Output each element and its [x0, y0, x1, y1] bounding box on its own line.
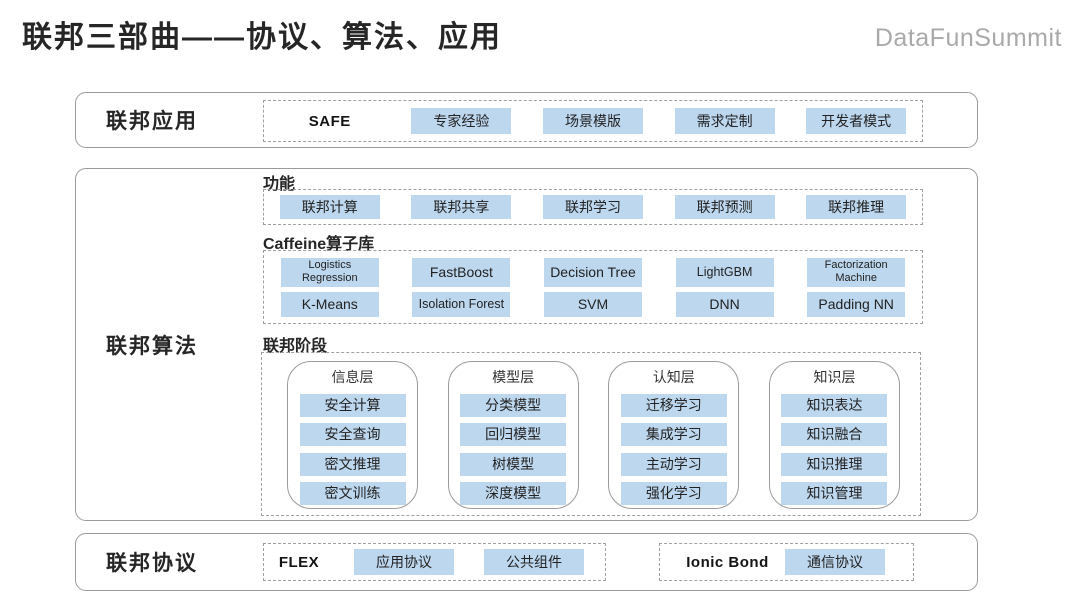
stage-column-header: 信息层 [331, 368, 374, 385]
operator-item: Isolation Forest [412, 291, 511, 317]
stage-item: 树模型 [460, 452, 567, 476]
protocol-item: 通信协议 [785, 549, 885, 575]
protocol-group-flex: FLEX 应用协议 公共组件 [263, 543, 606, 581]
operator-item: LightGBM [675, 257, 774, 287]
application-cell: 场景模版 [527, 108, 659, 134]
layer-protocol-box: 联邦协议 FLEX 应用协议 公共组件 Ionic Bond 通信协议 [75, 533, 978, 591]
stage-column-header: 知识层 [813, 368, 856, 385]
functions-section-label: 功能 [263, 176, 296, 193]
function-item: 联邦共享 [411, 195, 512, 219]
protocol-group-ionic-bond: Ionic Bond 通信协议 [659, 543, 914, 581]
application-item: 开发者模式 [806, 108, 907, 134]
application-item: 专家经验 [411, 108, 512, 134]
protocol-item: 公共组件 [484, 549, 584, 575]
stage-column-header: 模型层 [492, 368, 535, 385]
datafunsummit-logo: DataFunSummit [874, 24, 1062, 52]
application-cell: 专家经验 [396, 108, 528, 134]
stage-item: 知识表达 [781, 393, 888, 417]
stage-column-header: 认知层 [652, 368, 695, 385]
operators-row-1: Logistics Regression FastBoost Decision … [264, 257, 922, 287]
layer-protocol-label: 联邦协议 [106, 552, 198, 575]
safe-tag: SAFE [308, 112, 351, 130]
layer-application-label: 联邦应用 [106, 110, 198, 133]
ionic-bond-tag: Ionic Bond [686, 553, 769, 571]
stage-item: 知识推理 [781, 452, 888, 476]
stage-item: 知识融合 [781, 423, 888, 446]
stage-item: 安全计算 [299, 393, 406, 417]
stage-column-knowledge: 知识层 知识表达 知识融合 知识推理 知识管理 [768, 361, 900, 509]
stages-section-label: 联邦阶段 [263, 338, 328, 355]
stage-item: 迁移学习 [620, 393, 727, 417]
function-item: 联邦推理 [806, 195, 907, 219]
stage-item: 知识管理 [781, 482, 888, 505]
operator-item: Padding NN [807, 291, 906, 317]
operator-item: Logistics Regression [280, 257, 379, 287]
function-item: 联邦预测 [674, 195, 775, 219]
stages-container: 信息层 安全计算 安全查询 密文推理 密文训练 模型层 分类模型 回归模型 树模… [261, 352, 921, 516]
stage-item: 密文训练 [299, 482, 406, 505]
stage-item: 强化学习 [620, 482, 727, 505]
function-item: 联邦计算 [279, 195, 380, 219]
operator-item: DNN [675, 291, 774, 317]
stage-item: 分类模型 [460, 393, 567, 417]
stage-item: 主动学习 [620, 452, 727, 476]
stage-column-cognition: 认知层 迁移学习 集成学习 主动学习 强化学习 [608, 361, 740, 509]
operators-container: Logistics Regression FastBoost Decision … [263, 250, 923, 324]
application-item: 场景模版 [542, 108, 643, 134]
page-title: 联邦三部曲——协议、算法、应用 [22, 21, 502, 54]
protocol-item: 应用协议 [354, 549, 454, 575]
function-item: 联邦学习 [542, 195, 643, 219]
application-cell: SAFE [264, 113, 396, 130]
stage-item: 深度模型 [460, 482, 567, 505]
application-item: 需求定制 [674, 108, 775, 134]
layer-algorithm-label: 联邦算法 [106, 334, 198, 358]
stage-column-information: 信息层 安全计算 安全查询 密文推理 密文训练 [287, 361, 418, 509]
operator-item: Factorization Machine [807, 257, 906, 287]
application-cell: 开发者模式 [790, 108, 922, 134]
layer-application-box: 联邦应用 SAFE 专家经验 场景模版 需求定制 开发者模式 [75, 92, 978, 148]
application-cell: 需求定制 [659, 108, 791, 134]
stage-item: 安全查询 [299, 423, 406, 446]
operator-item: Decision Tree [543, 257, 642, 287]
operators-row-2: K-Means Isolation Forest SVM DNN Padding… [264, 291, 922, 317]
operators-section-label: Caffeine算子库 [263, 236, 375, 253]
flex-tag: FLEX [278, 553, 320, 571]
functions-container: 联邦计算 联邦共享 联邦学习 联邦预测 联邦推理 [263, 189, 923, 225]
stage-item: 密文推理 [299, 452, 406, 476]
stage-item: 集成学习 [620, 423, 727, 446]
operator-item: FastBoost [412, 257, 511, 287]
layer-algorithm-box: 联邦算法 功能 联邦计算 联邦共享 联邦学习 联邦预测 联邦推理 Caffein… [75, 168, 978, 521]
application-items-container: SAFE 专家经验 场景模版 需求定制 开发者模式 [263, 100, 923, 142]
stage-item: 回归模型 [460, 423, 567, 446]
stage-column-model: 模型层 分类模型 回归模型 树模型 深度模型 [447, 361, 579, 509]
operator-item: SVM [543, 291, 642, 317]
operator-item: K-Means [280, 291, 379, 317]
